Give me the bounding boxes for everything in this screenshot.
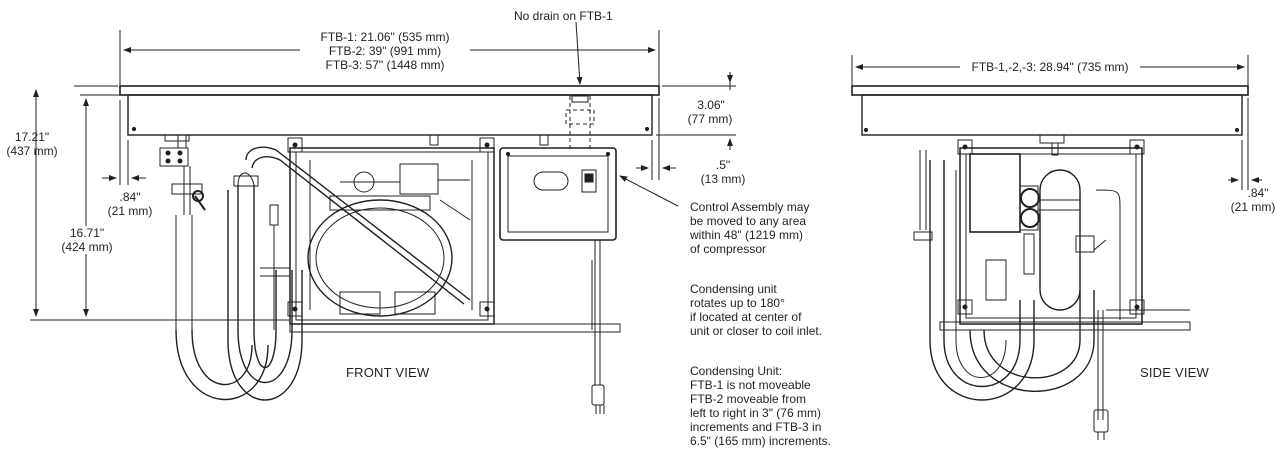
- condensing-unit-note-line2: FTB-1 is not moveable: [690, 378, 811, 392]
- compressor: [307, 199, 453, 317]
- condensing-unit-note-line1: Condensing Unit:: [690, 364, 783, 378]
- front-pan-lip: [119, 85, 660, 96]
- control-assembly-note-line2: be moved to any area: [690, 214, 807, 228]
- left-offset-inches: .84": [119, 190, 141, 204]
- right-offset-mm: (13 mm): [700, 172, 746, 186]
- front-width-ftb1: FTB-1: 21.06" (535 mm): [320, 30, 450, 44]
- side-pan-lip: [851, 85, 1249, 96]
- condensing-unit-note-line5: increments and FTB-3 in: [690, 420, 822, 434]
- rotation-note-line1: Condensing unit: [690, 282, 777, 296]
- front-width-ftb3: FTB-3: 57" (1448 mm): [325, 58, 445, 72]
- rotation-note-line4: unit or closer to coil inlet.: [690, 324, 823, 338]
- side-view-title: SIDE VIEW: [1140, 365, 1209, 380]
- unit-height-inches: 16.71": [56, 226, 118, 240]
- control-assembly-note-line3: within 48" (1219 mm): [690, 228, 803, 242]
- control-assembly-note-line1: Control Assembly may: [690, 200, 810, 214]
- condensing-unit-note-line3: FTB-2 moveable from: [690, 392, 807, 406]
- condensing-unit-frame: [289, 147, 495, 325]
- side-compressor: [1039, 169, 1081, 311]
- front-pan-body: [127, 94, 653, 136]
- side-offset-inches: .84": [1247, 186, 1269, 200]
- front-view-drawing: [30, 21, 736, 414]
- condensing-unit-note-line4: left to right in 3" (76 mm): [690, 406, 821, 420]
- side-view-drawing: [851, 55, 1262, 440]
- side-unit-frame: [959, 147, 1143, 325]
- rotation-note-line3: if located at center of: [690, 310, 802, 324]
- side-offset-mm: (21 mm): [1230, 200, 1276, 214]
- rotation-note-line2: rotates up to 180°: [690, 296, 785, 310]
- condensing-unit-note-line6: 6.5" (165 mm) increments.: [690, 434, 831, 448]
- side-pan-body: [861, 94, 1243, 136]
- overall-height-mm: (437 mm): [6, 144, 58, 158]
- front-base-rail: [289, 323, 621, 333]
- side-width-dimension: FTB-1,-2,-3: 28.94" (735 mm): [960, 60, 1140, 74]
- pan-depth-mm: (77 mm): [687, 112, 733, 126]
- drain-note: No drain on FTB-1: [514, 9, 613, 23]
- overall-height-inches: 17.21": [14, 130, 50, 144]
- control-box: [499, 147, 617, 241]
- unit-height-mm: (424 mm): [54, 240, 120, 254]
- front-view-title: FRONT VIEW: [346, 365, 430, 380]
- front-width-ftb2: FTB-2: 39" (991 mm): [300, 44, 470, 58]
- right-offset-inches: .5": [715, 158, 731, 172]
- pan-depth-inches: 3.06": [697, 98, 725, 112]
- side-control-box: [969, 153, 1021, 233]
- control-assembly-note-line4: of compressor: [690, 242, 767, 256]
- left-offset-mm: (21 mm): [107, 204, 153, 218]
